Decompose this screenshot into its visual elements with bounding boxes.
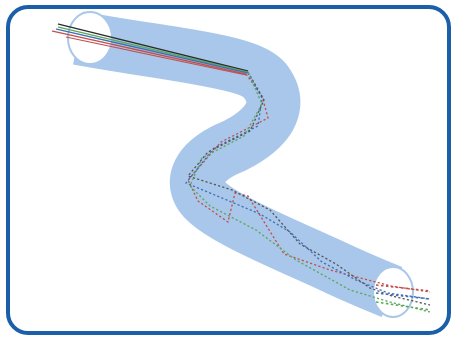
fiber-body [78,38,392,292]
fiber-output-end-face [373,267,413,317]
